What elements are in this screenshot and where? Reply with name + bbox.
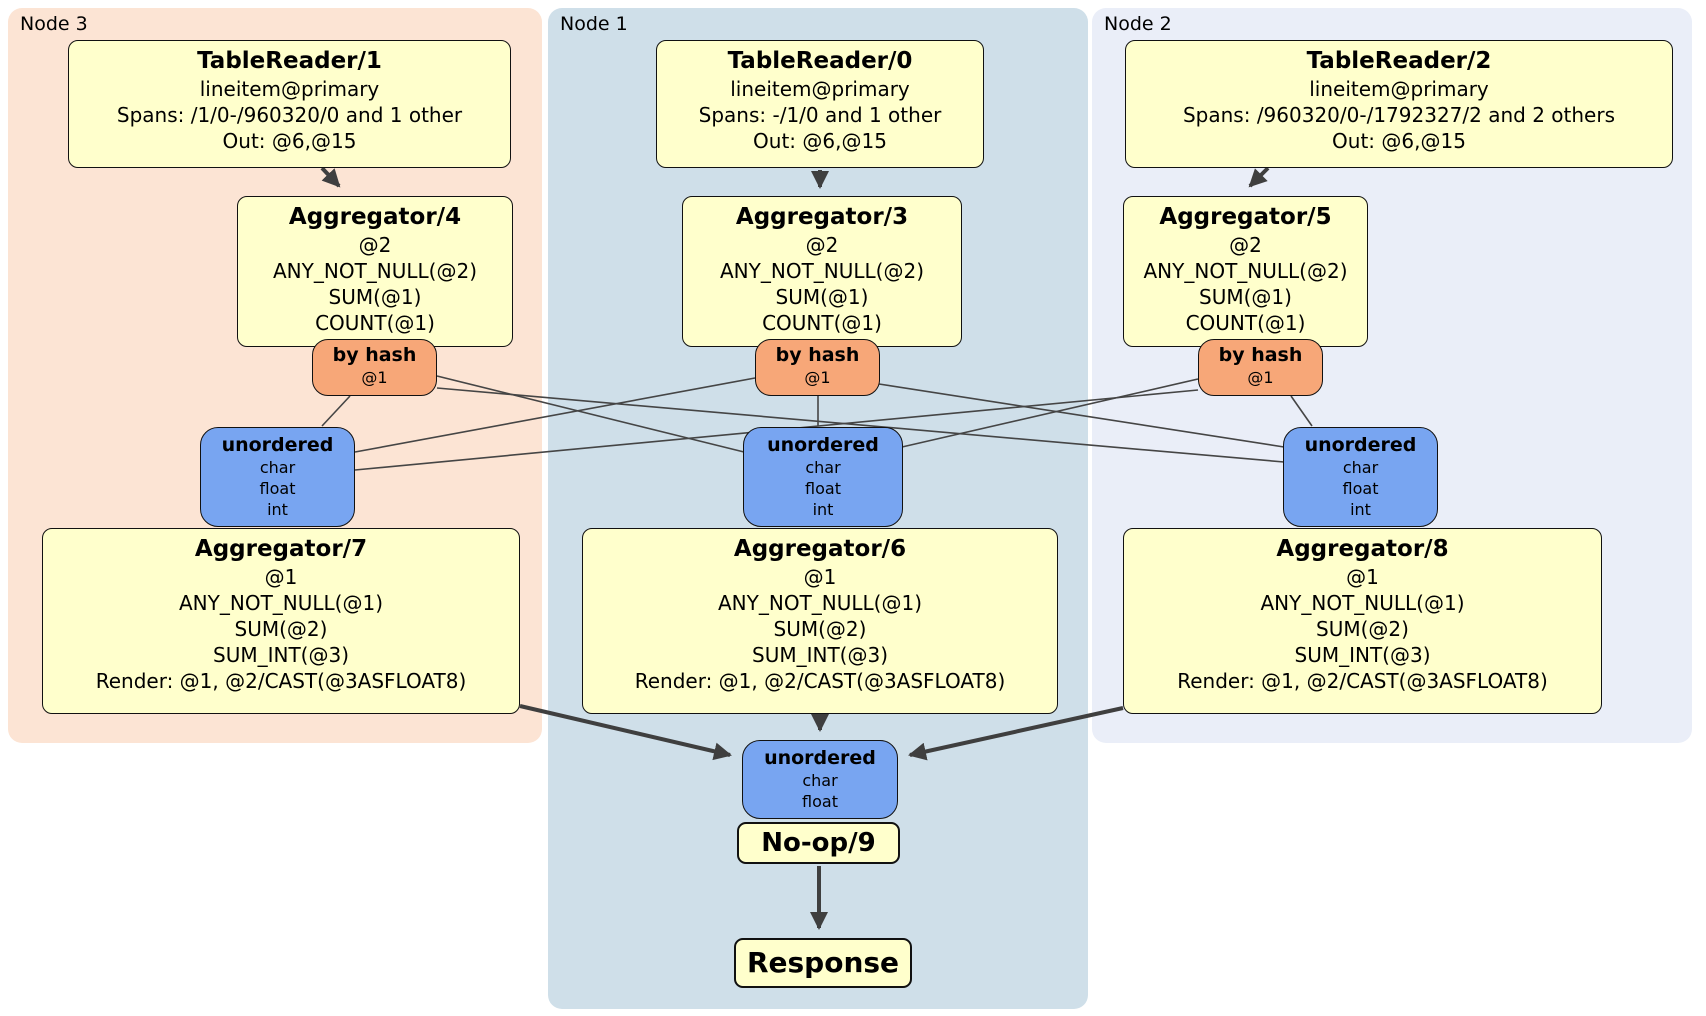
hash-router-node1-title: by hash: [775, 344, 860, 366]
node2-label: Node 2: [1104, 13, 1172, 35]
response-box: Response: [734, 938, 912, 988]
aggregator-7-title: Aggregator/7: [194, 536, 368, 562]
sync-node3-col1: char: [259, 458, 296, 477]
sync-final-col1: char: [802, 771, 838, 790]
aggregator-8-box: Aggregator/8 @1 ANY_NOT_NULL(@1) SUM(@2)…: [1123, 528, 1602, 714]
sync-node3-title: unordered: [221, 434, 334, 456]
hash-router-node1-key: @1: [804, 368, 831, 387]
aggregator-4-fn1: ANY_NOT_NULL(@2): [273, 259, 477, 283]
aggregator-7-render: Render: @1, @2/CAST(@3ASFLOAT8): [95, 669, 467, 693]
aggregator-6-title: Aggregator/6: [733, 536, 907, 562]
aggregator-4-box: Aggregator/4 @2 ANY_NOT_NULL(@2) SUM(@1)…: [237, 196, 513, 347]
sync-node2-col2: float: [1342, 479, 1379, 498]
aggregator-3-title: Aggregator/3: [735, 204, 909, 230]
tablereader-2-index: lineitem@primary: [1309, 77, 1489, 101]
hash-router-node3-title: by hash: [332, 344, 417, 366]
sync-node3-col3: int: [267, 500, 288, 519]
aggregator-8-fn3: SUM_INT(@3): [1294, 643, 1431, 667]
aggregator-3-fn2: SUM(@1): [775, 285, 869, 309]
aggregator-3-fn1: ANY_NOT_NULL(@2): [720, 259, 924, 283]
tablereader-1-title: TableReader/1: [197, 48, 382, 74]
hash-router-node3-key: @1: [361, 368, 388, 387]
hash-router-node3: by hash @1: [312, 339, 437, 396]
aggregator-8-fn2: SUM(@2): [1316, 617, 1409, 641]
aggregator-6-fn3: SUM_INT(@3): [752, 643, 888, 667]
node1-label: Node 1: [560, 13, 628, 35]
tablereader-2-title: TableReader/2: [1306, 48, 1492, 74]
aggregator-6-box: Aggregator/6 @1 ANY_NOT_NULL(@1) SUM(@2)…: [582, 528, 1058, 714]
aggregator-6-fn1: ANY_NOT_NULL(@1): [718, 591, 922, 615]
aggregator-8-title: Aggregator/8: [1276, 536, 1449, 562]
aggregator-4-fn3: COUNT(@1): [315, 311, 435, 335]
aggregator-3-group: @2: [805, 233, 839, 257]
aggregator-8-fn1: ANY_NOT_NULL(@1): [1260, 591, 1465, 615]
noop-9-box: No-op/9: [737, 822, 900, 864]
tablereader-0-spans: Spans: -/1/0 and 1 other: [698, 103, 942, 127]
tablereader-1-box: TableReader/1 lineitem@primary Spans: /1…: [68, 40, 511, 168]
sync-node1: unordered char float int: [743, 427, 903, 527]
tablereader-1-index: lineitem@primary: [199, 77, 380, 101]
aggregator-5-fn1: ANY_NOT_NULL(@2): [1143, 259, 1348, 283]
tablereader-0-box: TableReader/0 lineitem@primary Spans: -/…: [656, 40, 984, 168]
sync-final-col2: float: [802, 792, 838, 811]
aggregator-4-fn2: SUM(@1): [328, 285, 422, 309]
tablereader-2-out: Out: @6,@15: [1332, 129, 1466, 153]
tablereader-1-spans: Spans: /1/0-/960320/0 and 1 other: [116, 103, 463, 127]
aggregator-4-title: Aggregator/4: [288, 204, 462, 230]
sync-node3-col2: float: [259, 479, 296, 498]
sync-node2: unordered char float int: [1283, 427, 1438, 527]
tablereader-0-index: lineitem@primary: [730, 77, 910, 101]
tablereader-2-box: TableReader/2 lineitem@primary Spans: /9…: [1125, 40, 1673, 168]
sync-node1-col2: float: [805, 479, 841, 498]
aggregator-5-title: Aggregator/5: [1159, 204, 1332, 230]
sync-node1-col3: int: [812, 500, 834, 519]
aggregator-7-group: @1: [264, 565, 298, 589]
sync-final-title: unordered: [764, 747, 876, 769]
node3-label: Node 3: [20, 13, 88, 35]
tablereader-1-out: Out: @6,@15: [222, 129, 357, 153]
tablereader-0-title: TableReader/0: [727, 48, 913, 74]
aggregator-3-fn3: COUNT(@1): [762, 311, 882, 335]
aggregator-4-group: @2: [358, 233, 392, 257]
hash-router-node2-title: by hash: [1218, 344, 1303, 366]
sync-node2-title: unordered: [1304, 434, 1417, 456]
sync-final: unordered char float: [742, 740, 898, 819]
sync-node2-col3: int: [1350, 500, 1371, 519]
hash-router-node2: by hash @1: [1198, 339, 1323, 396]
aggregator-7-box: Aggregator/7 @1 ANY_NOT_NULL(@1) SUM(@2)…: [42, 528, 520, 714]
aggregator-7-fn3: SUM_INT(@3): [213, 643, 349, 667]
sync-node2-col1: char: [1342, 458, 1379, 477]
sync-node3: unordered char float int: [200, 427, 355, 527]
aggregator-3-box: Aggregator/3 @2 ANY_NOT_NULL(@2) SUM(@1)…: [682, 196, 962, 347]
aggregator-8-group: @1: [1346, 565, 1379, 589]
tablereader-2-spans: Spans: /960320/0-/1792327/2 and 2 others: [1182, 103, 1615, 127]
sync-node1-col1: char: [805, 458, 841, 477]
aggregator-7-fn1: ANY_NOT_NULL(@1): [179, 591, 383, 615]
hash-router-node2-key: @1: [1247, 368, 1274, 387]
aggregator-7-fn2: SUM(@2): [234, 617, 328, 641]
tablereader-0-out: Out: @6,@15: [753, 129, 887, 153]
aggregator-5-box: Aggregator/5 @2 ANY_NOT_NULL(@2) SUM(@1)…: [1123, 196, 1368, 347]
aggregator-6-render: Render: @1, @2/CAST(@3ASFLOAT8): [634, 669, 1006, 693]
aggregator-5-fn2: SUM(@1): [1199, 285, 1292, 309]
aggregator-6-fn2: SUM(@2): [773, 617, 867, 641]
aggregator-6-group: @1: [803, 565, 837, 589]
aggregator-5-group: @2: [1229, 233, 1262, 257]
sync-node1-title: unordered: [767, 434, 879, 456]
aggregator-5-fn3: COUNT(@1): [1185, 311, 1306, 335]
hash-router-node1: by hash @1: [755, 339, 880, 396]
aggregator-8-render: Render: @1, @2/CAST(@3ASFLOAT8): [1177, 669, 1548, 693]
